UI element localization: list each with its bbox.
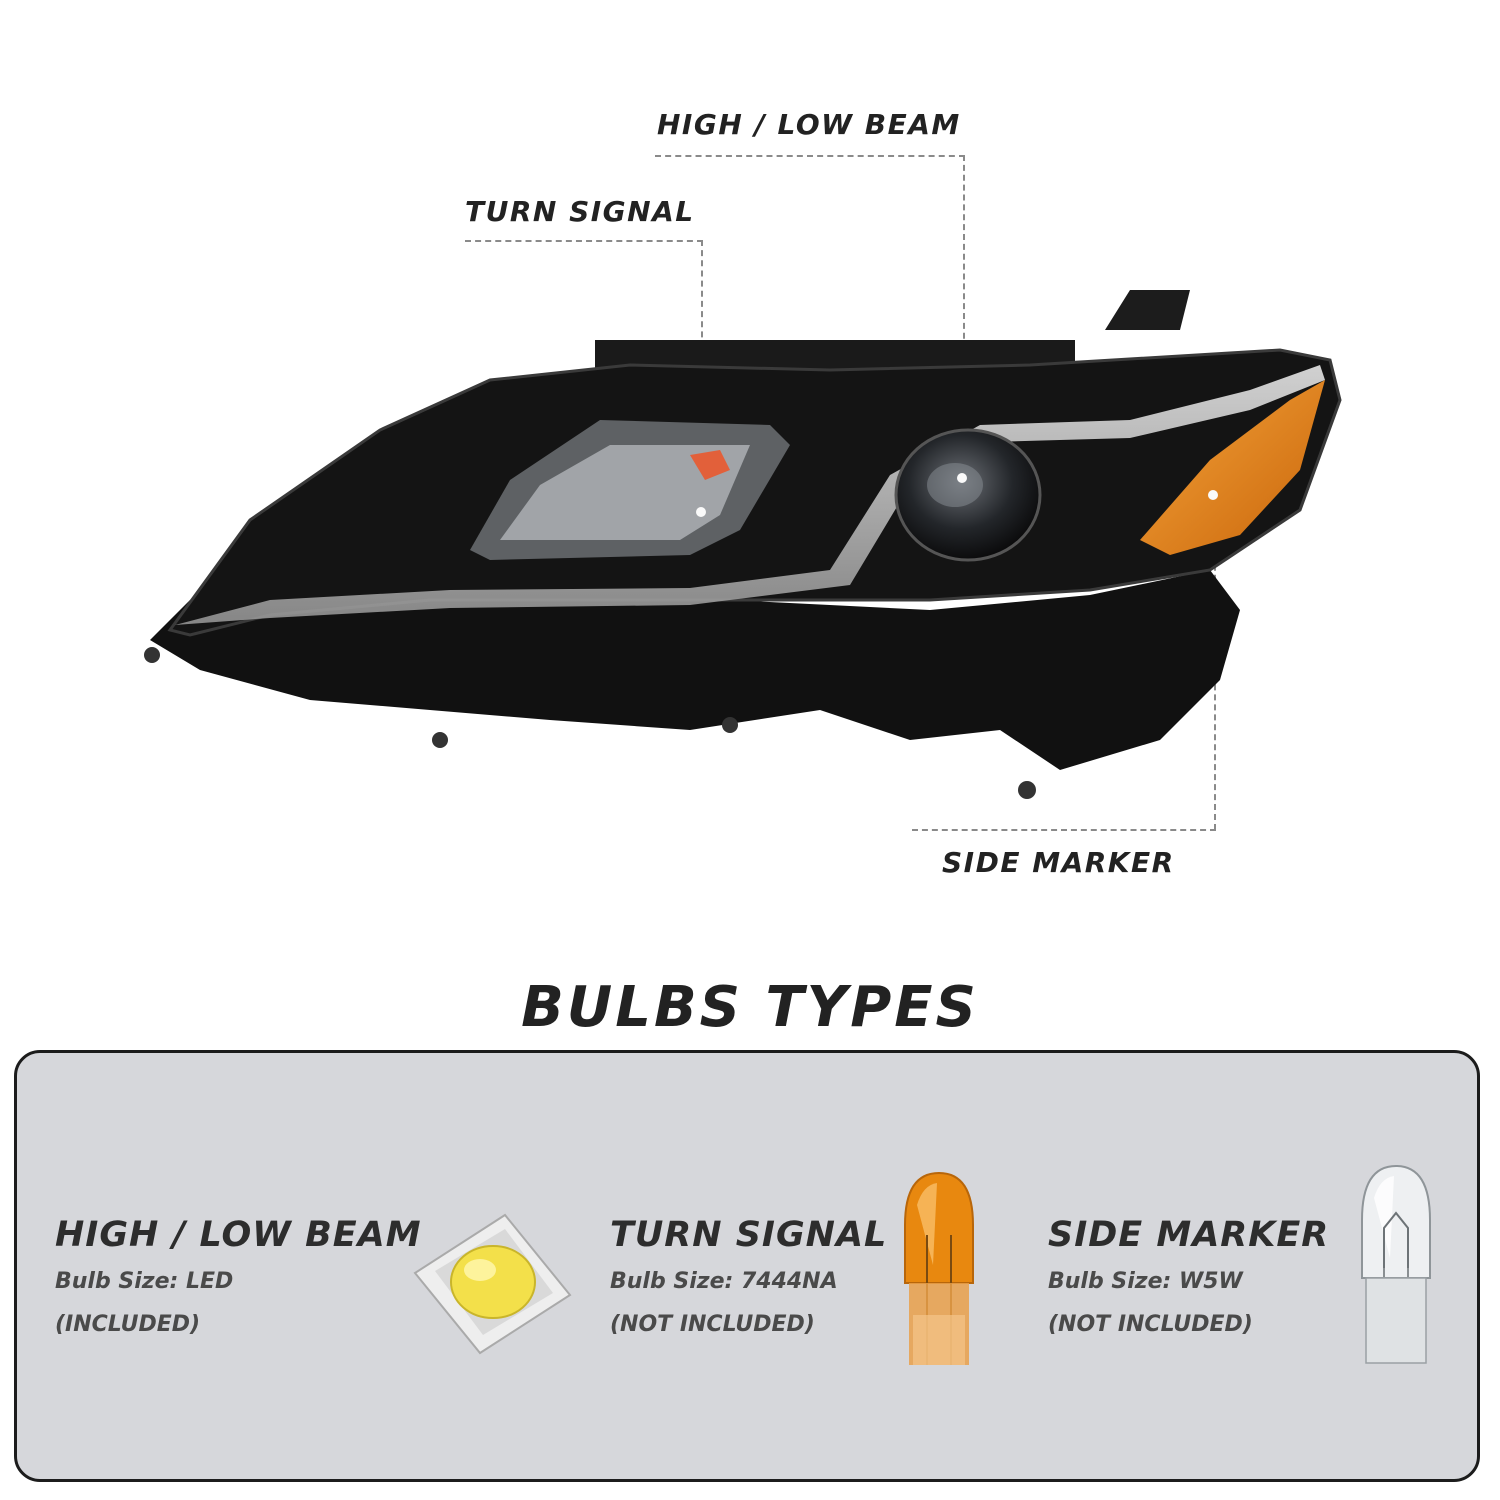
bulb-entry-high-low-beam: HIGH / LOW BEAM Bulb Size: LED (INCLUDED… [55,1215,422,1337]
callout-side-marker: SIDE MARKER [942,846,1175,879]
bulb-size: Bulb Size: W5W [1048,1269,1243,1294]
bulb-note: (INCLUDED) [55,1312,201,1337]
led-chip-icon [413,1213,572,1355]
callout-turn-signal: TURN SIGNAL [465,195,695,228]
bulb-name: HIGH / LOW BEAM [55,1215,422,1255]
leader-high-low-beam-horizontal [655,155,965,157]
headlamp-assembly-image [144,290,1342,799]
bulb-note: (NOT INCLUDED) [610,1312,815,1337]
leader-high-low-beam-vertical [963,155,965,477]
bulb-name: TURN SIGNAL [610,1215,888,1255]
bulb-note: (NOT INCLUDED) [1048,1312,1253,1337]
bulb-name: SIDE MARKER [1048,1215,1330,1255]
callout-high-low-beam: HIGH / LOW BEAM [657,108,961,141]
bulb-entry-side-marker: SIDE MARKER Bulb Size: W5W (NOT INCLUDED… [1048,1215,1329,1337]
bulb-types-panel [14,1050,1480,1482]
section-title-bulbs-types: BULBS TYPES [521,975,979,1040]
amber-wedge-bulb-icon [904,1171,974,1365]
leader-side-marker-horizontal [912,829,1216,831]
bulb-size: Bulb Size: LED [55,1269,234,1294]
bulb-size: Bulb Size: 7444NA [610,1269,838,1294]
clear-wedge-bulb-icon [1361,1164,1431,1364]
leader-turn-signal-horizontal [465,240,703,242]
bulb-entry-turn-signal: TURN SIGNAL Bulb Size: 7444NA (NOT INCLU… [610,1215,887,1337]
